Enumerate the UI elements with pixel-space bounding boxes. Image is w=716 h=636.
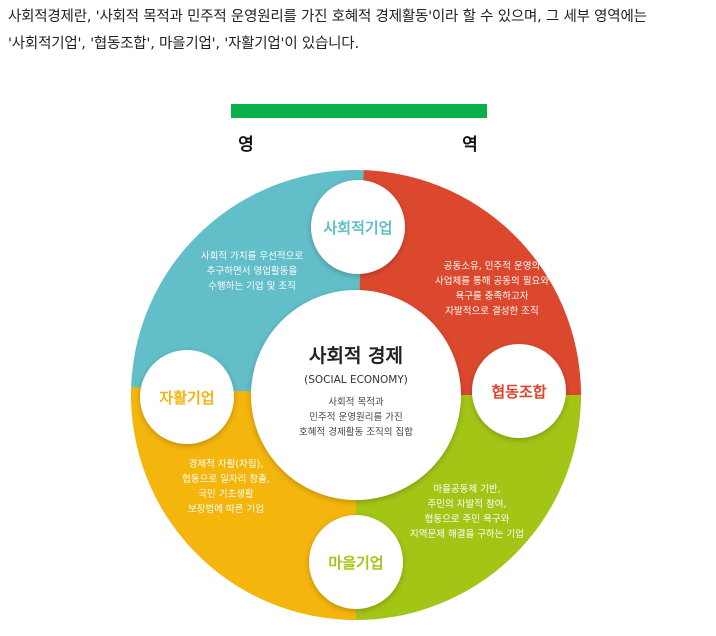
title-bar (231, 104, 487, 118)
sector-desc-self-support-enterprise-4: 보장법에 따른 기업 (188, 503, 264, 515)
sector-arc-village-enterprise (348, 395, 581, 620)
center-desc-2: 민주적 운영원리를 가진 (309, 411, 402, 423)
sector-label-social-enterprise: 사회적기업 (323, 219, 392, 237)
sector-desc-social-enterprise-2: 추구하면서 영업활동을 (207, 265, 298, 277)
sector-desc-social-enterprise-1: 사회적 가치를 우선적으로 (201, 250, 303, 262)
sector-badge-cooperative: 협동조합 (472, 344, 566, 438)
sector-desc-village-enterprise-4: 지역문제 해결을 구하는 기업 (410, 528, 524, 540)
heading-left: 영 (238, 135, 254, 155)
sector-label-cooperative: 협동조합 (491, 383, 546, 401)
sector-desc-village-enterprise-1: 마을공동체 기반, (433, 484, 500, 495)
sector-badge-circle (309, 515, 403, 609)
sector-badge-village-enterprise: 마을기업 (309, 515, 403, 609)
sector-label-village-enterprise: 마을기업 (328, 554, 383, 572)
sector-badge-circle (140, 350, 234, 444)
sector-desc-self-support-enterprise-2: 협동으로 일자리 창출, (182, 473, 270, 485)
sector-desc-cooperative-3: 욕구를 충족하고자 (456, 290, 529, 302)
intro-line-2: '사회적기업', '협동조합', 마을기업', '자활기업'이 있습니다. (8, 36, 359, 52)
center-title: 사회적 경제 (309, 345, 403, 367)
center-desc-3: 호혜적 경제활동 조직의 집합 (299, 426, 413, 438)
sector-desc-cooperative-1: 공동소유, 민주적 운영의 (444, 260, 540, 272)
sector-desc-village-enterprise-3: 협동으로 주민 욕구와 (425, 513, 510, 525)
sector-badge-circle (311, 180, 405, 274)
sector-badge-self-support-enterprise: 자활기업 (140, 350, 234, 444)
center-circle: 사회적 경제 (SOCIAL ECONOMY) 사회적 목적과 민주적 운영원리… (251, 290, 461, 500)
center-desc-1: 사회적 목적과 (328, 396, 384, 408)
intro-text: 사회적경제란, '사회적 목적과 민주적 운영원리를 가진 호혜적 경제활동'이… (8, 4, 712, 58)
sector-badge-social-enterprise: 사회적기업 (311, 180, 405, 274)
sector-desc-cooperative-4: 자발적으로 결성한 조직 (445, 305, 538, 317)
intro-line-1: 사회적경제란, '사회적 목적과 민주적 운영원리를 가진 호혜적 경제활동'이… (8, 9, 647, 25)
heading-right: 역 (462, 135, 478, 155)
center-subtitle: (SOCIAL ECONOMY) (304, 374, 408, 386)
sector-desc-self-support-enterprise-1: 경제적 자활(자립), (189, 458, 264, 470)
sector-badge-circle (472, 344, 566, 438)
sector-desc-village-enterprise-2: 주민의 자발적 참여, (428, 498, 507, 510)
sector-desc-self-support-enterprise-3: 국민 기초생활 (198, 488, 254, 500)
sector-label-self-support-enterprise: 자활기업 (159, 389, 214, 407)
sector-desc-social-enterprise-3: 수행하는 기업 및 조직 (208, 280, 296, 292)
sector-desc-cooperative-2: 사업체를 통해 공동의 필요와 (435, 275, 549, 287)
sector-arc-self-support-enterprise (131, 387, 356, 620)
